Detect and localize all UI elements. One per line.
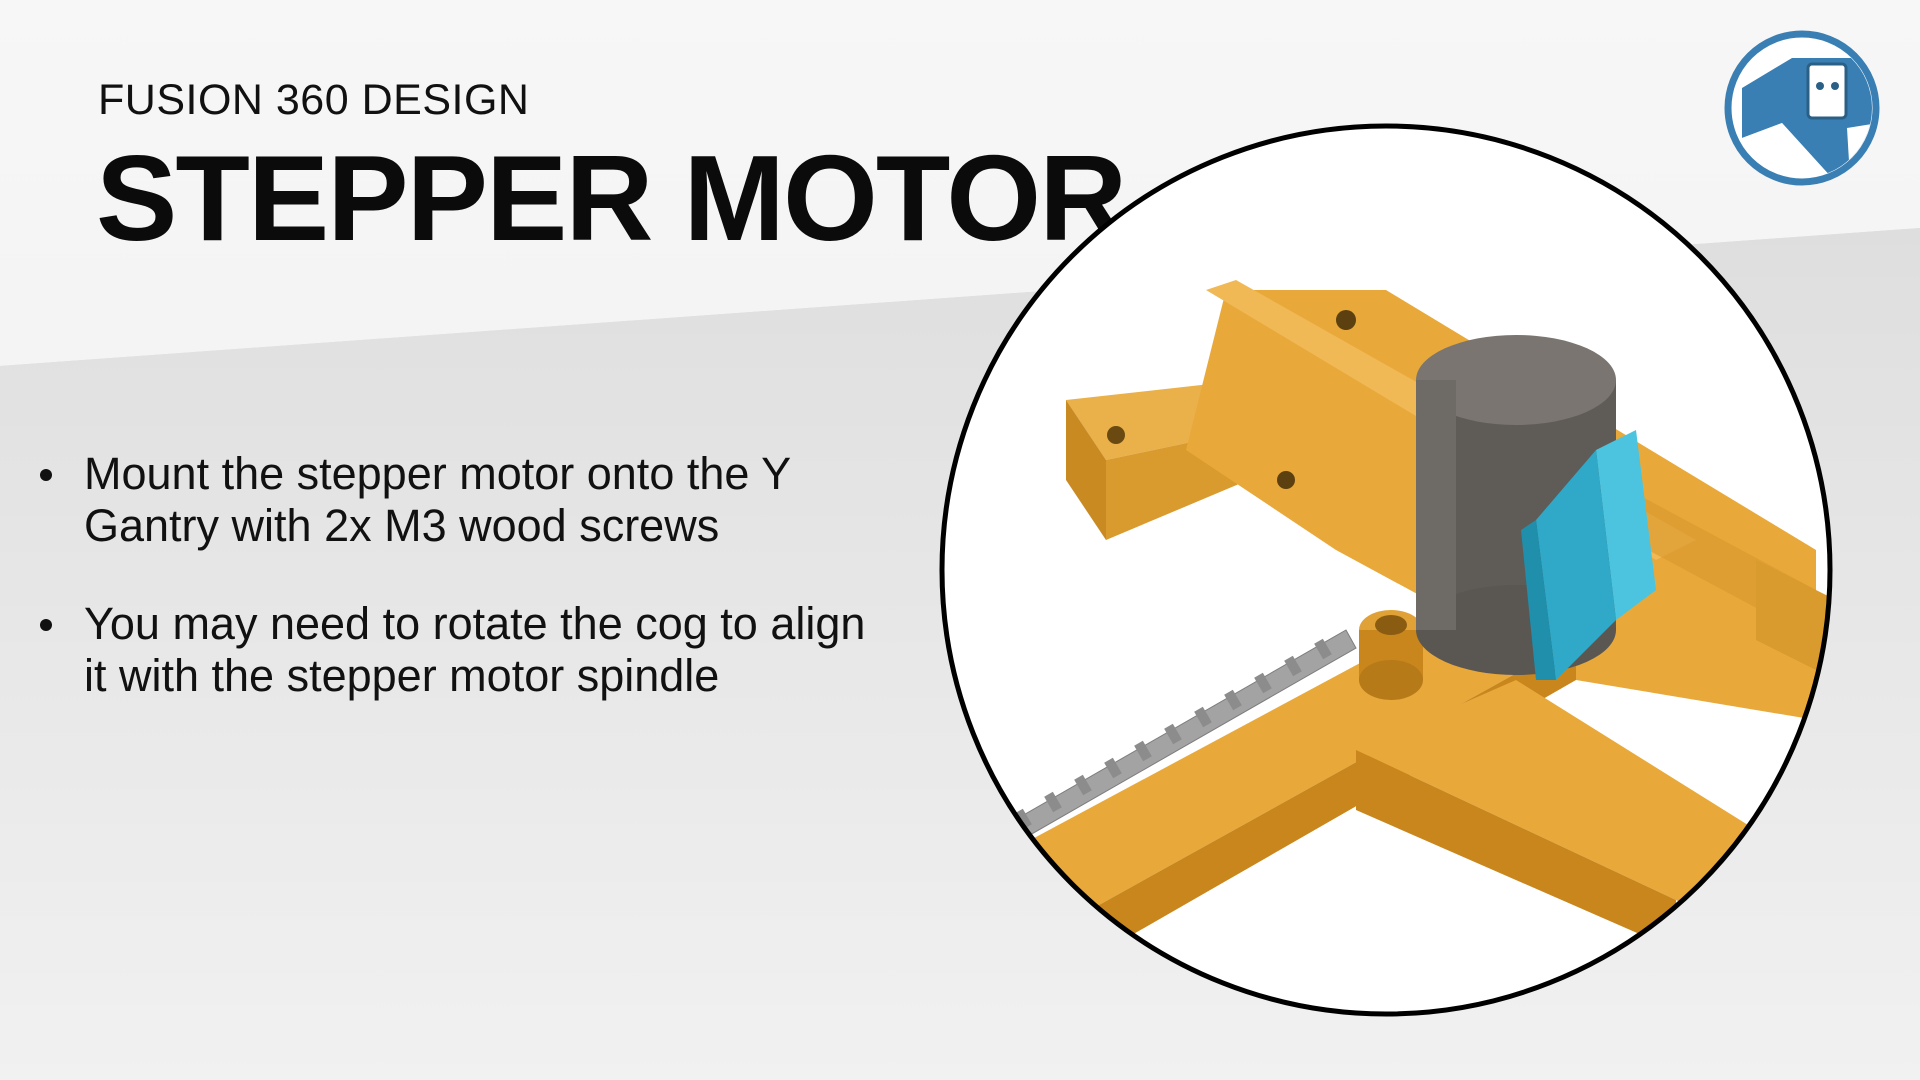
bullet-text: You may need to rotate the cog to align … [84,598,866,701]
bullet-text: Mount the stepper motor onto the Y Gantr… [84,448,791,551]
stepper-motor-render-icon [939,123,1833,1017]
bullet-list: Mount the stepper motor onto the Y Gantr… [40,448,900,748]
slide-subtitle: FUSION 360 DESIGN [98,76,530,124]
slide-title: STEPPER MOTOR [96,130,1127,266]
bullet-item: You may need to rotate the cog to align … [40,598,900,702]
bullet-item: Mount the stepper motor onto the Y Gantr… [40,448,900,552]
bullet-dot [40,619,52,631]
motor-render-frame [936,120,1836,1020]
bullet-dot [40,469,52,481]
robot-logo-icon [1724,30,1880,186]
